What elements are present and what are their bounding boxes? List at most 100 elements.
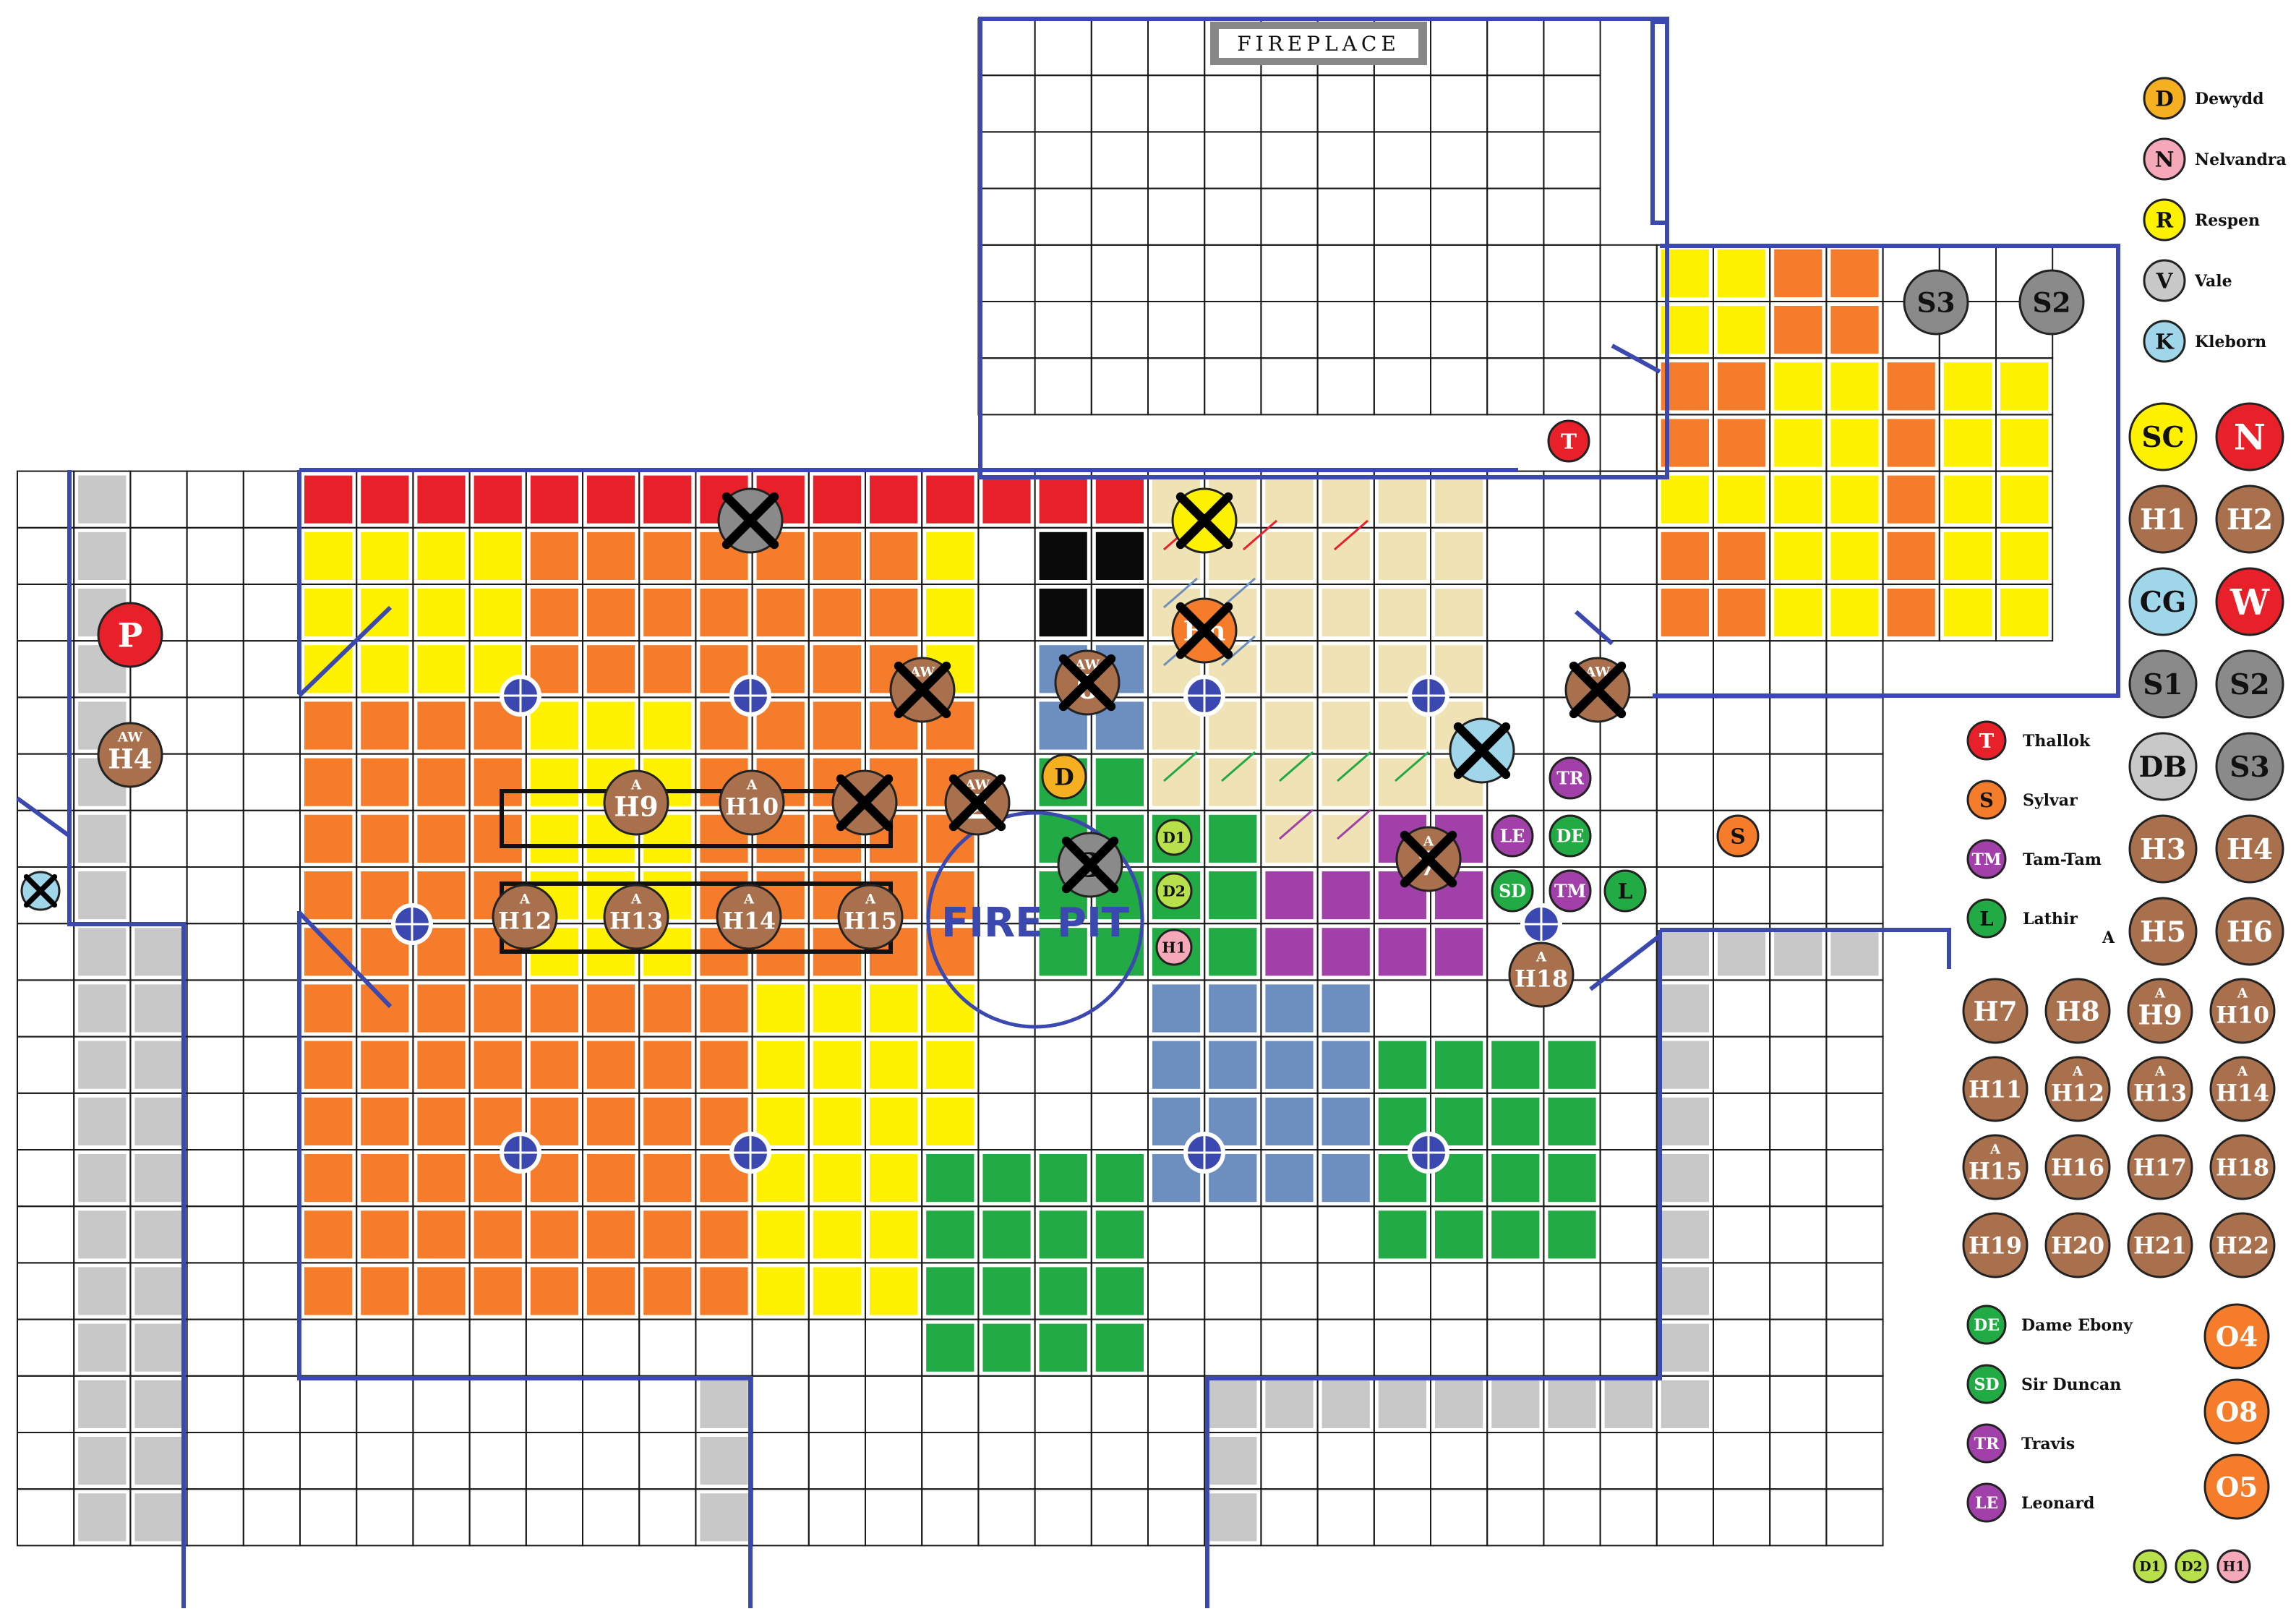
map-cell [1039,249,1087,297]
map-cell [1491,1380,1540,1428]
map-cell [643,1097,692,1145]
map-cell [1661,475,1709,524]
map-cell [1491,23,1540,72]
map-cell [1435,1041,1483,1089]
legend-token: H7 [1962,978,2029,1044]
legend-token-label: H13 [2133,1080,2187,1107]
map-cell [756,1437,805,1485]
legend-note: A [2102,928,2115,947]
legend-token-disc [2128,732,2198,801]
legend-token-label: K [2155,329,2175,354]
board-token-label: P [118,616,143,655]
map-cell [1209,1041,1257,1089]
map-cell [247,645,296,693]
board-token-sup: AW [1074,658,1100,673]
board-token-cross [721,492,779,550]
map-cell [1039,1154,1087,1203]
legend-token-label: S [1979,789,1994,812]
map-cell [1039,928,1087,976]
map-cell [1265,984,1314,1033]
map-cell [1548,192,1596,241]
map-cell [1265,589,1314,637]
map-cell [1830,1437,1879,1485]
map-cell [361,645,409,693]
map-cell [756,1380,805,1428]
hatch-mark [1334,519,1368,551]
legend-token-disc [2215,814,2284,884]
map-cell [813,984,861,1033]
map-cell [870,1210,918,1259]
map-cell [247,589,296,637]
board-token-disc [97,602,163,668]
map-cell [417,701,466,750]
map-cell [1435,1210,1483,1259]
map-cell [813,1380,861,1428]
map-cell [1265,928,1314,976]
map-cell [304,1380,353,1428]
map-cell [813,1267,861,1315]
map-cell [1548,1437,1596,1485]
legend-token-disc [1966,1305,2007,1345]
map-cell [78,1210,127,1259]
map-cell [474,531,522,580]
board-token-label: H13 [609,908,663,935]
map-cell [1435,1097,1483,1145]
map-cell [1378,1323,1426,1372]
board-token-disc [1716,814,1760,858]
map-cell [1774,1323,1822,1372]
legend-token: V [2143,259,2186,302]
map-cell [1435,1323,1483,1372]
map-cell [247,814,296,863]
legend-token: N [2215,402,2284,471]
map-cell [756,589,805,637]
legend-token: H16 [2044,1134,2111,1200]
map-cell [134,928,183,976]
map-cell [191,871,239,920]
map-cell [1435,362,1483,411]
map-cell [1095,1154,1144,1203]
map-cell [587,645,635,693]
map-cell [1774,589,1822,637]
map-cell [1152,362,1201,411]
legend-token: S1 [2128,649,2198,719]
map-cell [1548,1041,1596,1089]
legend-token-disc [2128,402,2198,471]
map-cell [22,758,70,806]
map-cell [926,475,974,524]
map-cell [1718,928,1766,976]
map-cell [1661,928,1709,976]
map-cell [1152,1041,1201,1089]
board-token-disc [492,884,558,950]
map-cell [1095,362,1144,411]
map-cell [361,1380,409,1428]
hatch-mark [1337,808,1371,840]
map-cell [1378,1267,1426,1315]
map-cell [1152,1380,1201,1428]
map-cell [982,701,1031,750]
map-cell [78,871,127,920]
map-cell [1718,645,1766,693]
map-cell [587,531,635,580]
legend-token: H9A [2127,978,2193,1044]
legend-token: T [1966,720,2007,761]
map-cell [1209,758,1257,806]
map-cell [1322,928,1370,976]
legend-token: DE [1966,1305,2007,1345]
map-cell [1322,1154,1370,1203]
board-token-sup: AW [964,778,990,793]
legend-token-disc [2128,897,2198,966]
map-cell [1435,589,1483,637]
hatch-mark [1221,635,1256,667]
map-cell [1209,871,1257,920]
legend-token-disc [2215,567,2284,636]
legend-token-label: H6 [2227,915,2273,949]
map-cell [1209,362,1257,411]
map-cell [756,1493,805,1542]
map-cell [417,758,466,806]
map-cell [1378,1041,1426,1089]
map-cell [361,531,409,580]
map-cell [1265,1437,1314,1485]
legend-token-disc [2044,978,2111,1044]
map-cell [1830,701,1879,750]
map-cell [1322,306,1370,354]
